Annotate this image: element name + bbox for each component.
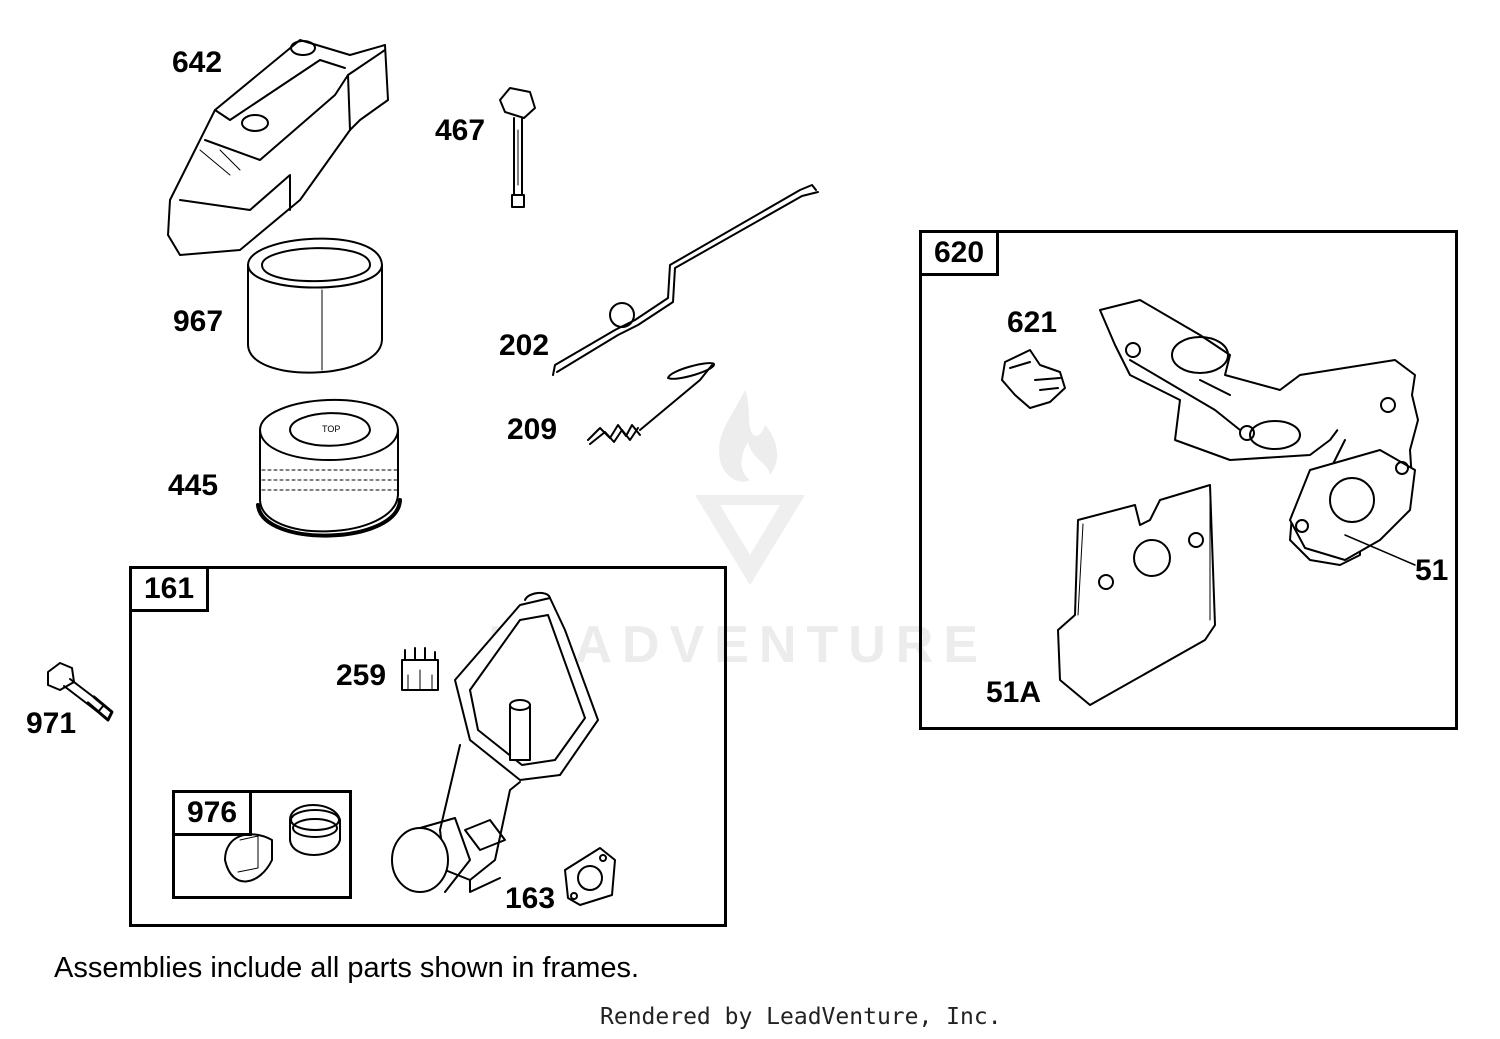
insulator-plate bbox=[1057, 484, 1216, 706]
pre-cleaner bbox=[247, 237, 383, 374]
air-filter: TOP bbox=[256, 398, 402, 538]
primer-bulb bbox=[224, 804, 341, 883]
frame-tag-161: 161 bbox=[129, 566, 209, 612]
label-51: 51 bbox=[1415, 554, 1449, 587]
label-163: 163 bbox=[505, 882, 556, 915]
label-967: 967 bbox=[173, 305, 224, 338]
dipstick bbox=[499, 87, 536, 208]
air-cleaner-gasket bbox=[564, 847, 616, 906]
governor-link bbox=[552, 184, 819, 376]
label-642: 642 bbox=[172, 46, 223, 79]
svg-text:TOP: TOP bbox=[322, 424, 340, 434]
label-621: 621 bbox=[1007, 306, 1058, 339]
frame-tag-976: 976 bbox=[172, 790, 252, 836]
choke-lever bbox=[1001, 349, 1066, 409]
label-971: 971 bbox=[26, 707, 77, 740]
frame-tag-620: 620 bbox=[919, 230, 999, 276]
label-467: 467 bbox=[435, 114, 486, 147]
label-209: 209 bbox=[507, 413, 558, 446]
governor-spring bbox=[587, 362, 716, 445]
label-259: 259 bbox=[336, 659, 387, 692]
label-202: 202 bbox=[499, 329, 550, 362]
label-445: 445 bbox=[168, 469, 219, 502]
leadventure-watermark-logo bbox=[695, 390, 805, 585]
frame-620 bbox=[919, 230, 1458, 730]
air-cleaner-base bbox=[391, 592, 599, 893]
carburetor-gasket bbox=[1289, 449, 1416, 566]
label-51a: 51A bbox=[986, 676, 1042, 709]
assemblies-note: Assemblies include all parts shown in fr… bbox=[54, 952, 640, 984]
bolt bbox=[47, 662, 114, 722]
air-cleaner-cover bbox=[167, 39, 389, 256]
frame-976 bbox=[172, 790, 352, 899]
frame-161 bbox=[129, 566, 727, 927]
breather-clip bbox=[401, 647, 439, 691]
rendered-by-credit: Rendered by LeadVenture, Inc. bbox=[600, 1004, 1002, 1030]
